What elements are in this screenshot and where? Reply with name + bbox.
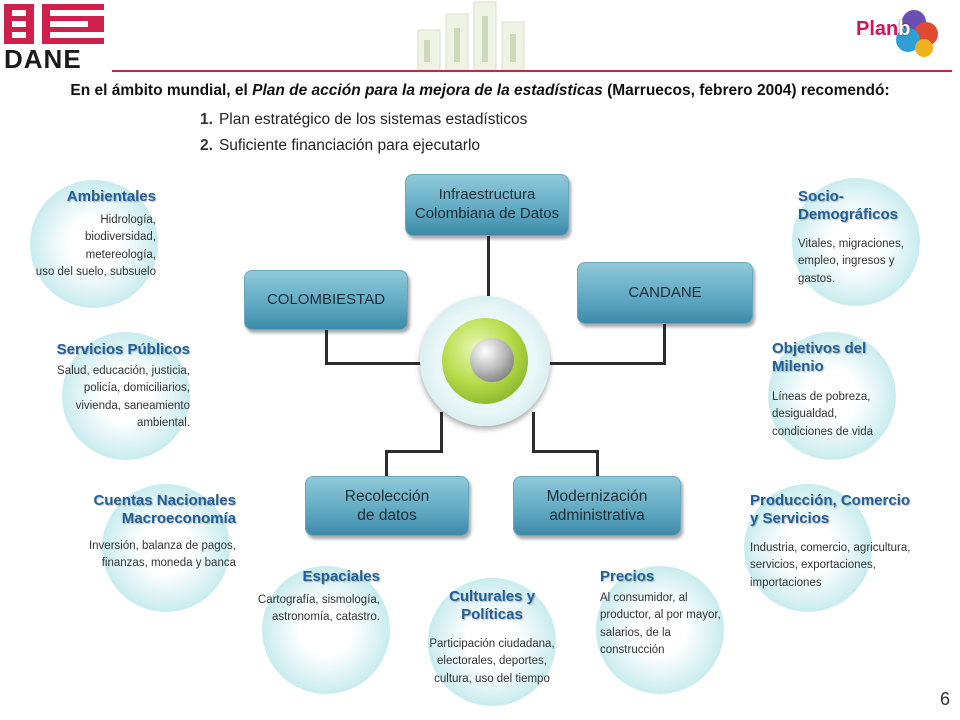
connector-left-v: [325, 328, 328, 364]
category-title-servicios: Servicios Públicos: [56, 341, 190, 358]
connector-left-h: [325, 362, 425, 365]
recommendation-1: 1.Plan estratégico de los sistemas estad…: [200, 111, 528, 128]
circle-socio: [792, 178, 920, 306]
header-divider: [112, 70, 952, 72]
connector-right-h: [548, 362, 666, 365]
page-number: 6: [939, 689, 950, 709]
category-desc-espaciales: Cartografía, sismología, astronomía, cat…: [257, 594, 380, 624]
category-title-socio: Socio- Demográficos: [798, 188, 899, 223]
connector-br-v2: [596, 450, 599, 476]
connector-br-v: [532, 412, 535, 452]
dane-logo-icon: [4, 4, 104, 44]
globe-icon: [896, 10, 938, 57]
connector-bl-v: [385, 450, 388, 476]
connector-bl-h2: [385, 450, 443, 453]
circle-espaciales: [262, 566, 390, 694]
category-title-objetivos: Objetivos del Milenio: [772, 340, 867, 375]
box-colombiestad: COLOMBIESTAD: [244, 270, 408, 330]
box-candane: CANDANE: [577, 262, 753, 324]
category-title-culturales: Culturales y Políticas: [449, 588, 535, 623]
center-sphere: [470, 338, 514, 382]
category-desc-precios: Al consumidor, al productor, al por mayo…: [600, 592, 721, 656]
circle-precios: [596, 566, 724, 694]
category-title-precios: Precios: [600, 568, 655, 585]
category-title-espaciales: Espaciales: [302, 568, 380, 585]
circle-objetivos: [768, 332, 896, 460]
connector-top: [487, 234, 490, 296]
category-desc-cuentas: Inversión, balanza de pagos, finanzas, m…: [88, 540, 236, 570]
intro-sentence: En el ámbito mundial, el Plan de acción …: [70, 82, 890, 99]
connector-right-v: [663, 322, 666, 364]
category-desc-ambientales: Hidrología, biodiversidad, metereología,…: [35, 214, 156, 278]
category-desc-servicios: Salud, educación, justicia, policía, dom…: [57, 365, 190, 429]
category-desc-culturales: Participación ciudadana, electorales, de…: [429, 638, 555, 685]
category-desc-produccion: Industria, comercio, agricultura, servic…: [750, 542, 911, 589]
circle-culturales: [428, 578, 556, 706]
circle-cuentas: [102, 484, 230, 612]
category-title-ambientales: Ambientales: [66, 188, 156, 205]
category-title-cuentas: Cuentas Nacionales Macroeconomía: [93, 492, 236, 527]
plan-b-logo: Planb: [854, 4, 944, 60]
circle-produccion: [744, 484, 872, 612]
category-title-produccion: Producción, Comercio y Servicios: [750, 492, 911, 527]
building-graphic-icon: [417, 1, 525, 70]
connector-bl-h: [440, 412, 443, 452]
category-desc-socio: Vitales, migraciones, empleo, ingresos y…: [798, 238, 904, 285]
circle-servicios: [62, 332, 190, 460]
category-desc-objetivos: Líneas de pobreza, desigualdad, condicio…: [772, 391, 874, 438]
circle-ambientales: [30, 180, 158, 308]
recommendation-2: 2.Suficiente financiación para ejecutarl…: [200, 137, 481, 154]
connector-br-h: [532, 450, 598, 453]
dane-logo-text: DANE: [4, 44, 82, 74]
plan-b-text: Planb: [856, 18, 911, 40]
